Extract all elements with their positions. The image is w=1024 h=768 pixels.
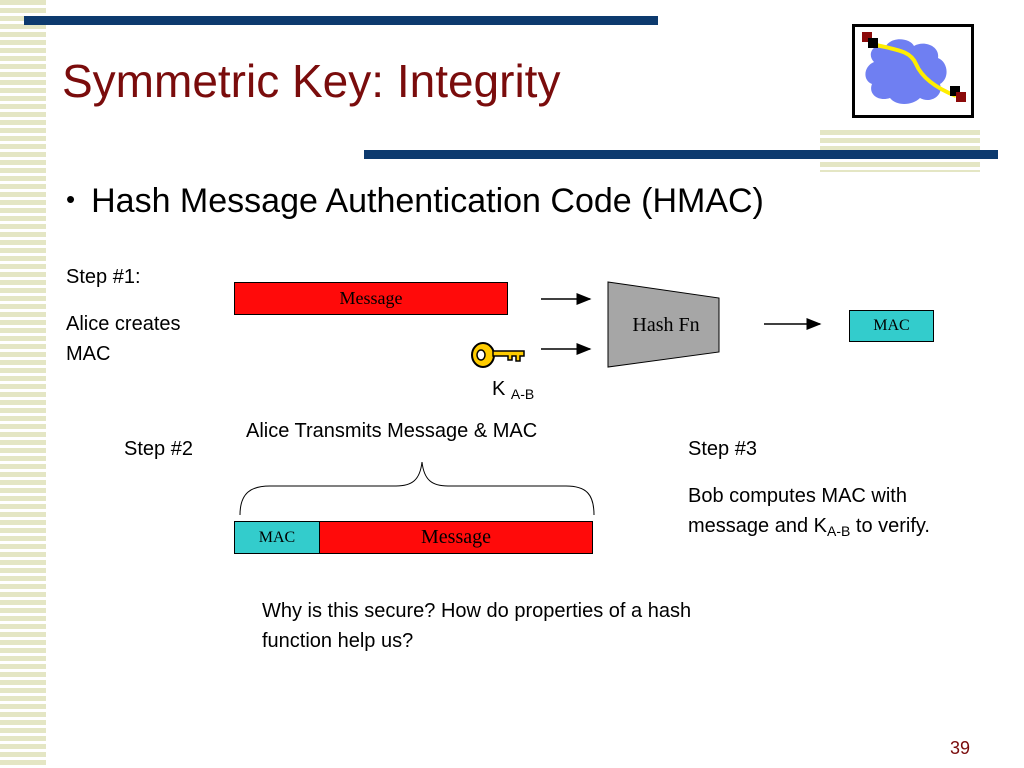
key-subscript: A-B [510, 386, 535, 402]
bullet-point: • Hash Message Authentication Code (HMAC) [66, 182, 764, 221]
bullet-marker: • [66, 184, 76, 214]
title-underline-bar [364, 150, 998, 159]
key-icon [470, 340, 526, 370]
hash-function-shape [607, 281, 720, 368]
step2-label: Step #2 [124, 438, 193, 460]
step3-line2-suffix: to verify. [850, 515, 930, 537]
step3-key-subscript: A-B [826, 523, 851, 539]
hash-fn-label: Hash Fn [632, 314, 700, 336]
step3-description: Bob computes MAC with message and KA-B t… [688, 481, 930, 546]
slide-title: Symmetric Key: Integrity [62, 55, 561, 107]
transmit-brace [239, 461, 595, 516]
message-box-step1: Message [234, 282, 508, 315]
transmit-caption: Alice Transmits Message & MAC [246, 420, 538, 442]
key-label: K A-B [492, 378, 534, 402]
mac-box-step2: MAC [234, 521, 320, 554]
step1-description: Alice creates MAC [66, 313, 181, 365]
mac-box-step1: MAC [849, 310, 934, 342]
message-box-step2: Message [319, 521, 593, 554]
key-symbol: K [492, 378, 506, 400]
network-cloud-logo-icon [852, 24, 974, 118]
question-line2: function help us? [262, 630, 414, 652]
step3-label: Step #3 [688, 438, 757, 460]
question-text: Why is this secure? How do properties of… [262, 596, 691, 656]
step3-line2-prefix: message and K [688, 515, 827, 537]
top-accent-bar [24, 16, 658, 25]
bullet-text: Hash Message Authentication Code (HMAC) [91, 182, 764, 220]
step3-line2: message and KA-B to verify. [688, 511, 930, 546]
page-number: 39 [950, 738, 971, 758]
step1-label: Step #1: [66, 266, 141, 288]
step3-line1: Bob computes MAC with [688, 485, 907, 507]
left-stripe-band [0, 0, 46, 768]
question-line1: Why is this secure? How do properties of… [262, 600, 692, 622]
